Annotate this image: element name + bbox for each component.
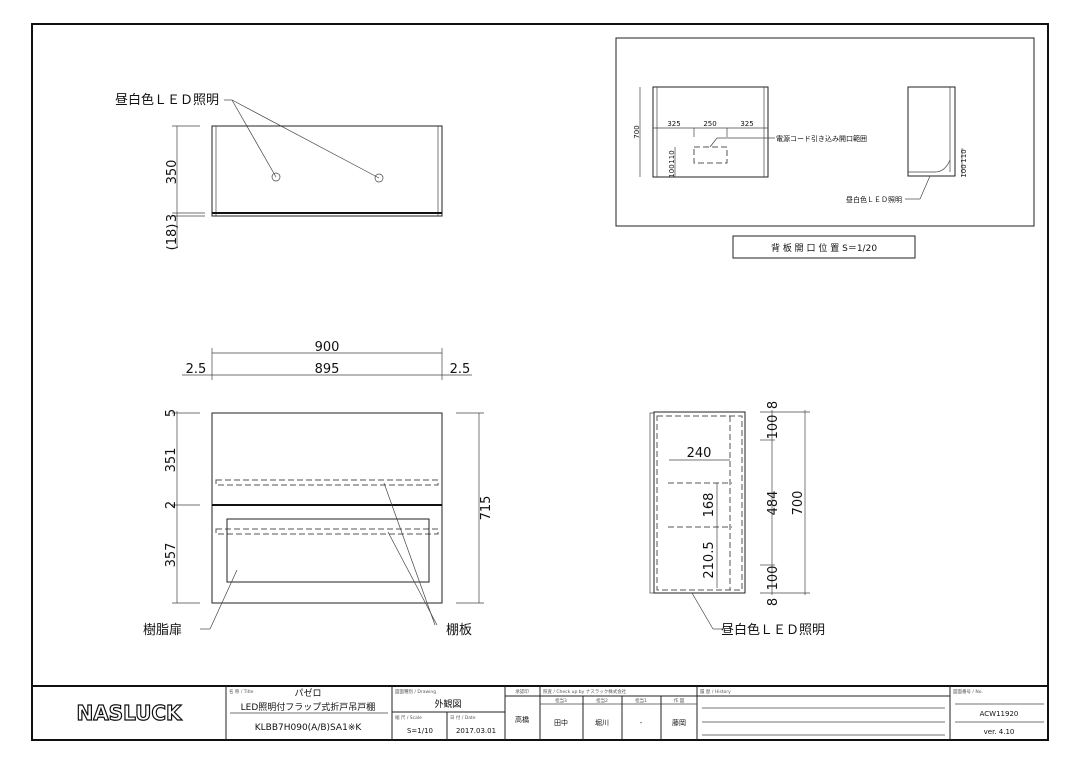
svg-text:承認印: 承認印	[515, 688, 529, 695]
svg-text:100: 100	[960, 164, 968, 177]
svg-text:100: 100	[766, 566, 781, 591]
drawing-number: ACW11920	[980, 710, 1019, 718]
svg-text:担当1: 担当1	[635, 697, 647, 704]
svg-text:履 歴 / History: 履 歴 / History	[700, 689, 731, 695]
svg-text:作 図: 作 図	[674, 697, 685, 704]
led-marker	[271, 172, 281, 182]
svg-text:名 称 / Title: 名 称 / Title	[229, 688, 254, 695]
front-outline	[211, 412, 443, 604]
shelf-label: 棚板	[446, 623, 472, 638]
shelf	[215, 528, 439, 535]
led-label: 昼白色ＬＥＤ照明	[115, 92, 219, 108]
svg-text:2: 2	[164, 501, 179, 509]
leader-line	[231, 99, 277, 178]
svg-text:高橋: 高橋	[515, 715, 529, 724]
svg-text:S=1/10: S=1/10	[407, 727, 433, 735]
inset-caption-box	[732, 235, 916, 259]
svg-text:-: -	[640, 719, 643, 727]
svg-text:田中: 田中	[554, 718, 568, 727]
title-block: NASLUCK 名 称 / Title パゼロ LED照明付フラップ式折戸吊戸棚…	[32, 685, 1048, 740]
svg-text:168: 168	[702, 493, 717, 518]
model-number: KLBB7H090(A/B)SA1※K	[255, 723, 363, 733]
svg-text:100: 100	[668, 164, 676, 177]
top-outline	[211, 125, 443, 217]
dim-depth: 350	[165, 160, 180, 185]
svg-text:484: 484	[766, 491, 781, 516]
svg-text:210.5: 210.5	[702, 541, 717, 578]
svg-text:110: 110	[960, 149, 968, 162]
inset-caption: 背 板 開 口 位 置 S＝1/20	[771, 242, 877, 254]
cord-label: 電源コード引き込み開口範囲	[776, 134, 867, 143]
svg-text:パゼロ: パゼロ	[294, 687, 321, 699]
dim-18: (18)	[165, 224, 180, 251]
svg-text:325: 325	[667, 120, 680, 128]
front-view: 900 895 2.5 2.5 5 351 2 357 715 樹脂扉 棚板	[143, 340, 494, 638]
dim-width-inner: 895	[315, 362, 340, 377]
svg-text:照査 / Check up by ナスラック株式会社: 照査 / Check up by ナスラック株式会社	[543, 688, 627, 695]
dim-width-total: 900	[315, 340, 340, 355]
svg-text:357: 357	[164, 543, 179, 568]
cord-opening	[693, 146, 728, 164]
nasluck-logo: NASLUCK	[76, 701, 183, 725]
svg-text:堀川: 堀川	[595, 718, 609, 727]
svg-text:240: 240	[687, 446, 712, 461]
svg-text:2017.03.01: 2017.03.01	[456, 727, 496, 735]
top-view: 昼白色ＬＥＤ照明 350 3 (18)	[115, 92, 443, 251]
side-outline	[653, 411, 746, 594]
svg-text:8: 8	[766, 401, 781, 409]
svg-text:図面番号 / No.: 図面番号 / No.	[953, 688, 983, 695]
svg-text:担当3: 担当3	[555, 697, 567, 704]
svg-text:図面種別 / Drawing: 図面種別 / Drawing	[395, 688, 436, 695]
led-marker	[374, 173, 384, 183]
svg-text:250: 250	[703, 120, 716, 128]
side-led-label: 昼白色ＬＥＤ照明	[721, 622, 825, 638]
leader-line	[231, 99, 380, 179]
svg-text:縮 尺 / Scale: 縮 尺 / Scale	[395, 714, 422, 721]
svg-text:LED照明付フラップ式折戸吊戸棚: LED照明付フラップ式折戸吊戸棚	[241, 701, 376, 713]
svg-text:700: 700	[633, 125, 641, 138]
svg-text:藤岡: 藤岡	[672, 718, 686, 727]
door-label: 樹脂扉	[143, 622, 182, 638]
svg-text:2.5: 2.5	[186, 362, 207, 377]
svg-text:担当2: 担当2	[596, 697, 608, 704]
svg-text:ver. 4.10: ver. 4.10	[984, 728, 1015, 736]
svg-text:110: 110	[668, 150, 676, 163]
svg-text:日 付 / Date: 日 付 / Date	[450, 714, 476, 721]
svg-text:351: 351	[164, 448, 179, 473]
resin-door	[226, 518, 430, 583]
dim-3: 3	[165, 214, 180, 222]
inset-side-view	[907, 86, 956, 177]
svg-text:700: 700	[791, 491, 806, 516]
svg-text:昼白色ＬＥＤ照明: 昼白色ＬＥＤ照明	[846, 195, 902, 204]
svg-text:325: 325	[740, 120, 753, 128]
svg-text:100: 100	[766, 415, 781, 440]
svg-text:外観図: 外観図	[434, 698, 461, 710]
side-view: 240 168 210.5 8 100 484 100 8 700 昼白色ＬＥＤ…	[649, 401, 825, 638]
back-panel-inset: 700 325 250 325 電源コード引き込み開口範囲 110 100 11…	[615, 37, 1035, 259]
shelf	[215, 479, 439, 486]
svg-text:8: 8	[766, 598, 781, 606]
dim-height: 715	[479, 496, 494, 521]
svg-text:5: 5	[164, 409, 179, 417]
sheet-border	[31, 23, 1049, 741]
svg-text:2.5: 2.5	[450, 362, 471, 377]
